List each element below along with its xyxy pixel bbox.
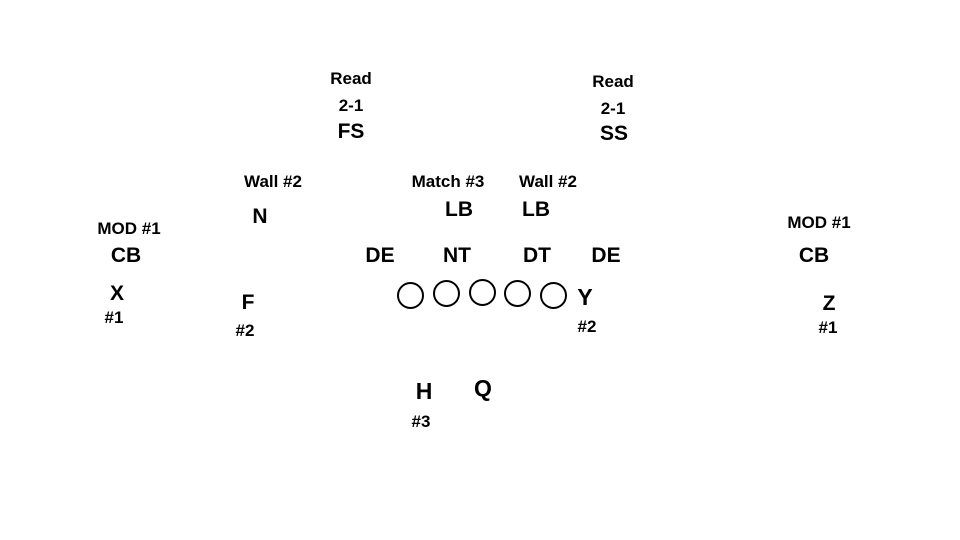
fs-rule-label: 2-1 [338, 96, 364, 115]
offensive-lineman-circle [540, 282, 567, 309]
offensive-lineman-circle [469, 279, 496, 306]
back-h: H [415, 378, 433, 404]
nose-tackle: NT [443, 244, 471, 267]
fs-read-label: Read [330, 69, 372, 88]
linebacker-left: LB [445, 198, 473, 221]
offensive-lineman-circle [433, 280, 460, 307]
cornerback-left: CB [110, 244, 142, 267]
back-h-number: #3 [411, 412, 431, 431]
ss-rule-label: 2-1 [600, 99, 626, 118]
nickel-assignment: Wall #2 [244, 172, 302, 191]
receiver-x: X [109, 282, 125, 305]
tight-end-y-number: #2 [577, 317, 597, 336]
nickel-back: N [252, 205, 268, 228]
back-f: F [241, 291, 255, 314]
defensive-end-left: DE [365, 244, 395, 267]
offensive-lineman-circle [504, 280, 531, 307]
back-f-number: #2 [235, 321, 255, 340]
offensive-lineman-circle [397, 282, 424, 309]
tight-end-y: Y [577, 284, 593, 310]
cb-right-assignment: MOD #1 [787, 213, 851, 232]
lb-right-assignment: Wall #2 [519, 172, 577, 191]
receiver-z: Z [822, 292, 836, 315]
ss-read-label: Read [592, 72, 634, 91]
linebacker-right: LB [522, 198, 550, 221]
receiver-x-number: #1 [104, 308, 124, 327]
quarterback: Q [474, 375, 492, 401]
strong-safety: SS [599, 122, 629, 145]
cornerback-right: CB [798, 244, 830, 267]
free-safety: FS [337, 120, 365, 143]
defensive-tackle: DT [523, 244, 551, 267]
lb-left-assignment: Match #3 [411, 172, 485, 191]
receiver-z-number: #1 [818, 318, 838, 337]
defensive-end-right: DE [591, 244, 621, 267]
cb-left-assignment: MOD #1 [97, 219, 161, 238]
